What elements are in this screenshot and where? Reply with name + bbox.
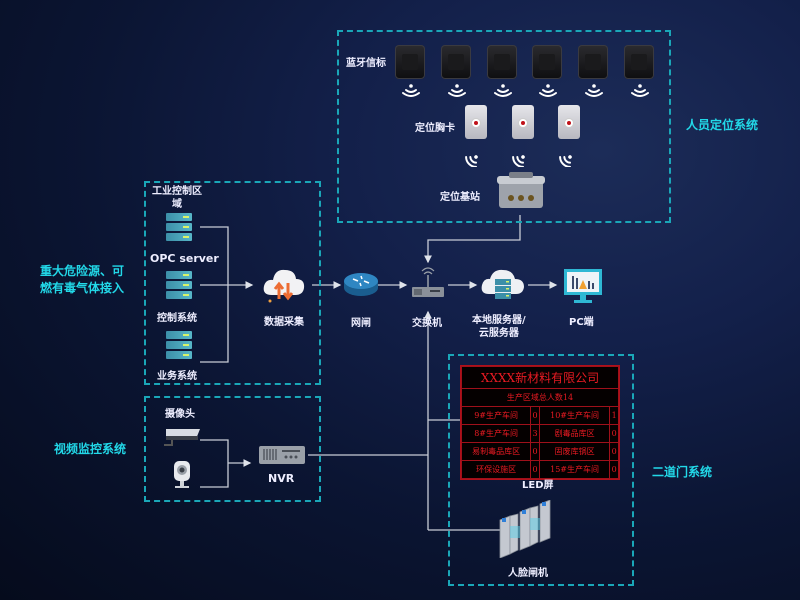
led-area-name: 8#生产车间 <box>460 424 532 443</box>
led-area-name: 固废库锅区 <box>538 442 611 461</box>
led-area-name: 9#生产车间 <box>460 406 532 425</box>
hazard-access-title: 重大危险源、可 燃有毒气体接入 <box>40 263 124 297</box>
business-system-server-icon <box>166 331 192 361</box>
positioning-badge-icon <box>558 105 580 139</box>
opc-server-icon <box>166 213 192 243</box>
wireless-signal-icon <box>512 155 525 167</box>
led-area-count: 0 <box>609 442 619 461</box>
led-area-name: 易制毒品库区 <box>460 442 532 461</box>
led-area-count: 0 <box>609 424 619 443</box>
personnel-positioning-title: 人员定位系统 <box>686 118 759 132</box>
video-monitoring-box <box>144 396 321 502</box>
led-area-count: 0 <box>530 406 540 425</box>
pc-label: PC端 <box>569 317 594 328</box>
dome-camera-icon <box>174 461 190 488</box>
face-gate-icon <box>499 500 551 558</box>
wireless-signal-icon <box>631 84 649 97</box>
zone-label-line2: 域 <box>172 199 182 210</box>
led-area-name: 10#生产车间 <box>538 406 611 425</box>
hazard-access-title-line2: 燃有毒气体接入 <box>40 281 125 295</box>
gatekeeper-router-icon <box>344 273 378 296</box>
beacon-label: 蓝牙信标 <box>346 58 386 69</box>
personnel-positioning-box <box>337 30 671 223</box>
switch-label: 交换机 <box>412 318 442 329</box>
bullet-camera-icon <box>164 429 200 446</box>
bluetooth-beacon-icon <box>532 45 562 79</box>
business-system-label: 业务系统 <box>157 371 197 382</box>
led-area-count: 0 <box>609 460 619 479</box>
opc-server-label: OPC server <box>150 252 219 265</box>
bluetooth-beacon-icon <box>395 45 425 79</box>
wireless-signal-icon <box>539 84 557 97</box>
control-system-server-icon <box>166 271 192 301</box>
led-screen: XXXX新材料有限公司 生产区域总人数14 9#生产车间 0 10#生产车间 1… <box>460 365 620 480</box>
industrial-control-zone-box <box>144 181 321 385</box>
wireless-signal-icon <box>585 84 603 97</box>
connector-servers <box>200 226 229 363</box>
led-table: XXXX新材料有限公司 生产区域总人数14 9#生产车间 0 10#生产车间 1… <box>460 366 619 479</box>
positioning-badge-icon <box>512 105 534 139</box>
bluetooth-beacon-icon <box>441 45 471 79</box>
hazard-access-title-line1: 重大危险源、可 <box>40 264 125 278</box>
arrow-base-station-to-switch <box>424 215 521 264</box>
positioning-badge-icon <box>465 105 487 139</box>
nvr-device-icon <box>259 446 305 464</box>
wireless-signal-icon <box>559 155 572 167</box>
base-station-icon <box>497 172 545 208</box>
server-label-line2: 云服务器 <box>478 328 519 339</box>
led-screen-label: LED屏 <box>522 480 554 491</box>
industrial-control-zone-label: 工业控制区 域 <box>152 185 202 211</box>
led-area-name: 15#生产车间 <box>538 460 611 479</box>
server-label-line1: 本地服务器/ <box>472 315 526 326</box>
led-area-count: 0 <box>530 442 540 461</box>
badge-signal-icons <box>465 155 572 167</box>
video-monitoring-title: 视频监控系统 <box>54 442 127 456</box>
gate-system-title: 二道门系统 <box>652 465 713 479</box>
camera-label: 摄像头 <box>165 409 195 420</box>
led-area-count: 1 <box>609 406 619 425</box>
wireless-signal-icon <box>448 84 466 97</box>
gate-system-box <box>448 354 634 586</box>
led-area-name: 剧毒品库区 <box>538 424 611 443</box>
server-cloud-icon <box>481 269 524 299</box>
bluetooth-beacon-icon <box>578 45 608 79</box>
wireless-signal-icon <box>402 84 420 97</box>
led-row: 易制毒品库区 0 固废库锅区 0 <box>460 442 619 461</box>
nvr-label: NVR <box>268 472 295 485</box>
face-gate-label: 人脸闸机 <box>508 568 548 579</box>
data-collection-cloud-icon <box>263 269 305 303</box>
wireless-signal-icon <box>465 155 478 167</box>
led-row: 环保设施区 0 15#生产车间 0 <box>460 460 619 479</box>
led-area-name: 环保设施区 <box>460 460 532 479</box>
switch-icon <box>412 267 444 297</box>
led-row: 9#生产车间 0 10#生产车间 1 <box>460 406 619 425</box>
led-company-name: XXXX新材料有限公司 <box>461 366 619 389</box>
control-system-label: 控制系统 <box>157 313 197 324</box>
gatekeeper-label: 网闸 <box>351 318 371 329</box>
wireless-signal-icon <box>494 84 512 97</box>
led-row: 8#生产车间 3 剧毒品库区 0 <box>460 424 619 443</box>
bluetooth-beacon-icon <box>487 45 517 79</box>
beacon-signal-icons <box>402 84 649 97</box>
zone-label-line1: 工业控制区 <box>152 186 202 197</box>
bluetooth-beacon-icon <box>624 45 654 79</box>
led-total-count: 生产区域总人数14 <box>461 388 619 407</box>
badge-label: 定位胸卡 <box>415 123 455 134</box>
led-area-count: 3 <box>530 424 540 443</box>
data-collection-label: 数据采集 <box>264 317 304 328</box>
base-station-label: 定位基站 <box>440 192 480 203</box>
pc-monitor-icon <box>564 269 602 303</box>
server-label: 本地服务器/ 云服务器 <box>472 314 526 340</box>
